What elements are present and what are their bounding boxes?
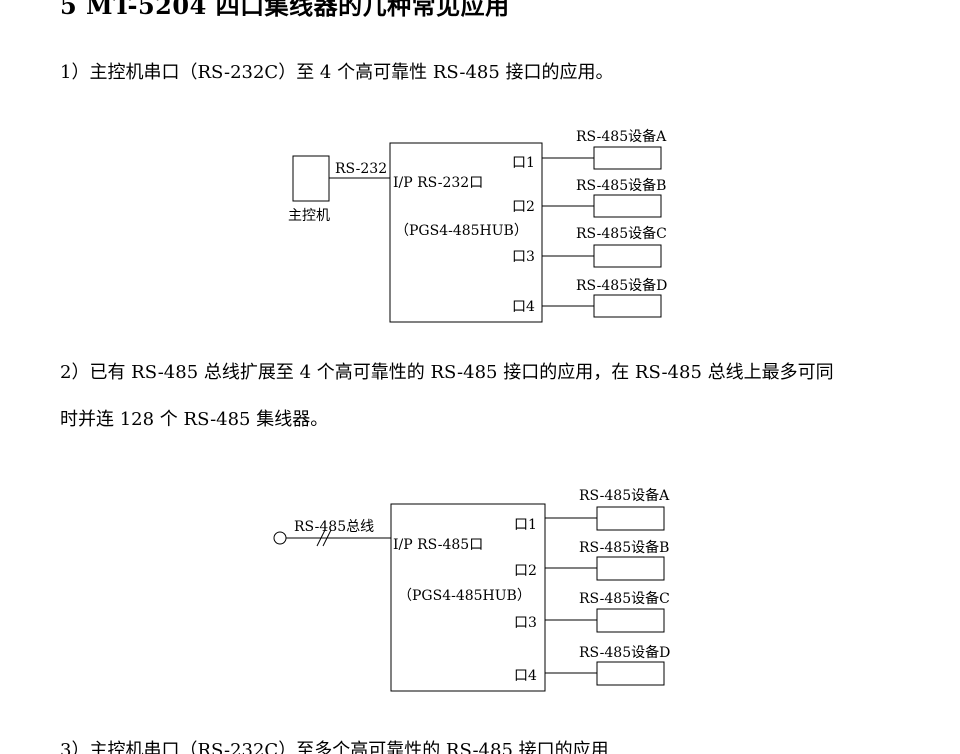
hub1-device-b-label: RS-485设备B (576, 177, 666, 194)
hub1-device-c-label: RS-485设备C (576, 225, 667, 242)
section-heading: 5 MT-5204 四口集线器的几种常见应用 (60, 0, 510, 20)
item-3-text: 3）主控机串口（RS-232C）至多个高可靠性的 RS-485 接口的应用 (60, 740, 609, 754)
bus-slash-2 (322, 529, 332, 547)
bus-terminal-icon (273, 531, 287, 545)
hub2-device-c-box (596, 608, 665, 633)
item-2-text-line-1: 2）已有 RS-485 总线扩展至 4 个高可靠性的 RS-485 接口的应用，… (60, 362, 834, 383)
hub1-device-b-box (593, 194, 662, 218)
hub1-port-2-label: 口2 (512, 199, 535, 215)
hub2-device-a-box (596, 506, 665, 531)
hub2-device-d-label: RS-485设备D (579, 644, 670, 661)
hub2-device-c-label: RS-485设备C (579, 590, 670, 607)
hub-box-2 (390, 503, 546, 692)
host-computer-box (292, 155, 330, 202)
item-1-text: 1）主控机串口（RS-232C）至 4 个高可靠性 RS-485 接口的应用。 (60, 62, 614, 83)
bus-slash-1 (316, 529, 326, 547)
hub2-port-3-label: 口3 (514, 615, 537, 631)
hub-input-label-1: I/P RS-232口 (393, 175, 483, 191)
hub-input-label-2: I/P RS-485口 (393, 537, 483, 553)
hub1-port-4-label: 口4 (512, 299, 535, 315)
hub1-port-3-label: 口3 (512, 249, 535, 265)
hub2-device-a-label: RS-485设备A (579, 487, 670, 504)
hub1-port-1-label: 口1 (512, 155, 535, 171)
hub2-port-1-label: 口1 (514, 517, 537, 533)
hub1-device-c-box (593, 244, 662, 268)
hub1-device-d-box (593, 294, 662, 318)
host-computer-label: 主控机 (288, 208, 330, 224)
hub-model-label-1: （PGS4-485HUB） (395, 223, 528, 239)
hub1-device-a-box (593, 146, 662, 170)
hub1-device-d-label: RS-485设备D (576, 277, 667, 294)
hub1-device-a-label: RS-485设备A (576, 128, 667, 145)
hub2-device-d-box (596, 661, 665, 686)
item-2-text-line-2: 时并连 128 个 RS-485 集线器。 (60, 409, 329, 430)
hub-box-1 (389, 142, 543, 323)
hub2-port-2-label: 口2 (514, 563, 537, 579)
rs232-link-label: RS-232 (335, 161, 387, 177)
hub2-device-b-label: RS-485设备B (579, 539, 669, 556)
rs485-bus-label: RS-485总线 (294, 519, 374, 535)
hub-model-label-2: （PGS4-485HUB） (398, 588, 531, 604)
hub2-device-b-box (596, 556, 665, 581)
hub2-port-4-label: 口4 (514, 668, 537, 684)
